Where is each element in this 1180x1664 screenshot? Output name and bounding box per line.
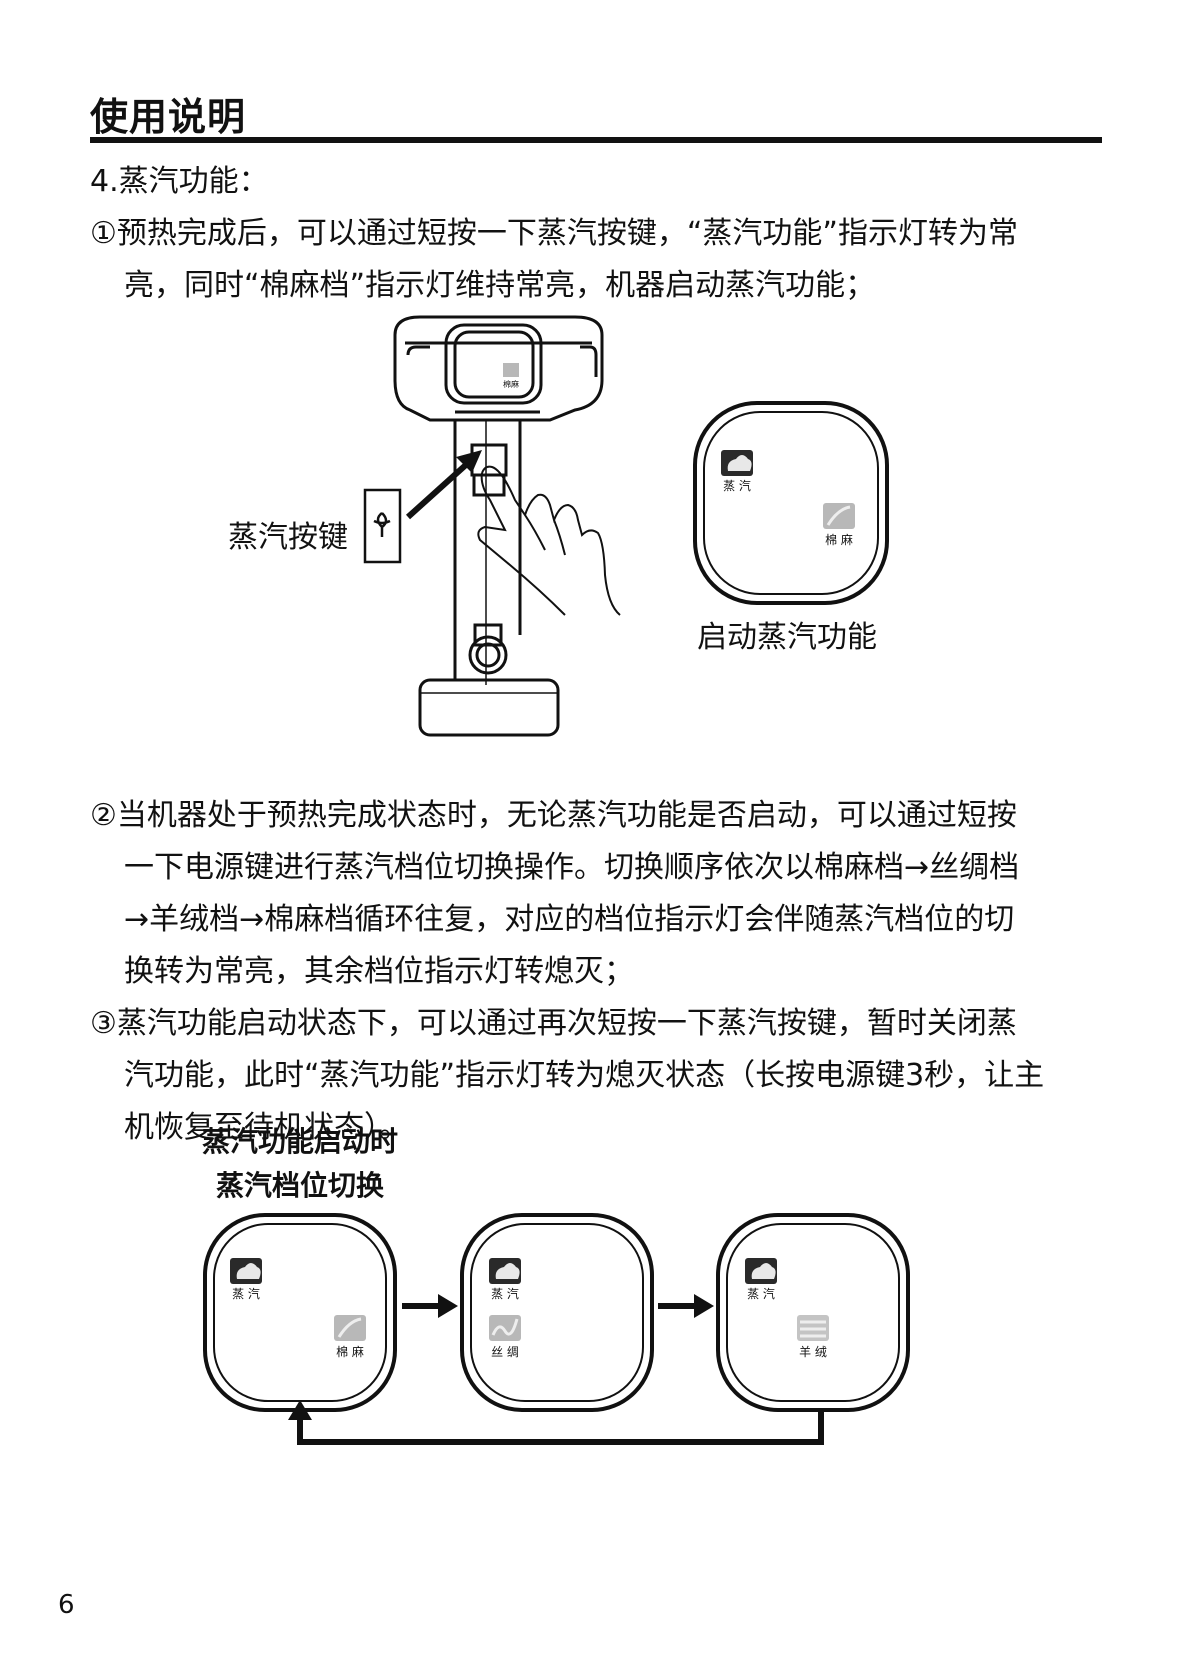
pointer-arrow <box>405 450 482 520</box>
hand-illustration <box>477 465 621 616</box>
item1-line2: 亮，同时“棉麻档”指示灯维持常亮，机器启动蒸汽功能； <box>124 268 876 303</box>
item1-line1: ①预热完成后，可以通过短按一下蒸汽按键，“蒸汽功能”指示灯转为常 <box>90 216 1018 251</box>
item2-line4: 换转为常亮，其余档位指示灯转熄灭； <box>124 954 634 989</box>
figure2-caption: 蒸汽功能启动时 蒸汽档位切换 <box>180 1120 420 1208</box>
section-text-top: 4.蒸汽功能： ①预热完成后，可以通过短按一下蒸汽按键，“蒸汽功能”指示灯转为常… <box>90 156 1018 312</box>
device-mini-label: 棉麻 <box>503 379 519 389</box>
steam-button-label: 蒸汽按键 <box>228 520 348 555</box>
panel-cashmere: 蒸 汽 羊 绒 <box>716 1213 910 1412</box>
device-illustration <box>393 315 604 737</box>
steam-indicator-icon: 蒸 汽 <box>721 450 753 493</box>
figure2-caption-line1: 蒸汽功能启动时 <box>201 1125 398 1158</box>
steam-icon: 蒸 汽 <box>745 1258 777 1301</box>
panel1-steam-label: 蒸 汽 <box>232 1286 260 1301</box>
figure-gear-switch-sequence: 蒸 汽 棉 麻 蒸 汽 丝 绸 <box>203 1213 910 1445</box>
item2-line1: ②当机器处于预热完成状态时，无论蒸汽功能是否启动，可以通过短按 <box>90 798 1017 833</box>
figure-device-steam-activation: 棉麻 蒸 汽 棉 麻 <box>363 315 889 737</box>
steam-indicator-label: 蒸 汽 <box>723 478 751 493</box>
cycle-return-arrow <box>288 1400 824 1445</box>
section-heading: 4.蒸汽功能： <box>90 164 269 199</box>
panel-silk: 蒸 汽 丝 绸 <box>460 1213 654 1412</box>
item2-line2: 一下电源键进行蒸汽档位切换操作。切换顺序依次以棉麻档→丝绸档 <box>124 850 1020 885</box>
silk-icon: 丝 绸 <box>489 1315 521 1359</box>
page-title: 使用说明 <box>90 95 247 139</box>
cashmere-icon: 羊 绒 <box>797 1315 829 1359</box>
section-text-bottom: ②当机器处于预热完成状态时，无论蒸汽功能是否启动，可以通过短按 一下电源键进行蒸… <box>90 790 1044 1154</box>
arrow-right-1 <box>402 1294 458 1318</box>
control-panel-display: 蒸 汽 棉 麻 <box>693 401 889 605</box>
panel-cotton-linen: 蒸 汽 棉 麻 <box>203 1213 397 1412</box>
item2-line3: →羊绒档→棉麻档循环往复，对应的档位指示灯会伴随蒸汽档位的切 <box>124 902 1015 937</box>
item3-line3: 机恢复至待机状态）。 <box>124 1110 409 1145</box>
title-divider <box>90 137 1102 143</box>
steam-button-callout <box>363 488 402 564</box>
panel-caption: 启动蒸汽功能 <box>697 620 877 655</box>
arrow-right-2 <box>658 1294 714 1318</box>
cotton-linen-icon: 棉 麻 <box>334 1315 366 1359</box>
page-number: 6 <box>58 1590 75 1620</box>
device-mini-linen-icon: 棉麻 <box>503 363 519 389</box>
cotton-linen-indicator-label: 棉 麻 <box>825 532 853 547</box>
steam-icon: 蒸 汽 <box>230 1258 262 1301</box>
steam-icon: 蒸 汽 <box>489 1258 521 1301</box>
figure2-caption-line2: 蒸汽档位切换 <box>215 1169 384 1202</box>
panel3-gear-label: 羊 绒 <box>799 1344 827 1359</box>
item3-line2: 汽功能，此时“蒸汽功能”指示灯转为熄灭状态（长按电源键3秒，让主 <box>124 1058 1045 1093</box>
cotton-linen-indicator-icon: 棉 麻 <box>823 503 855 547</box>
panel1-gear-label: 棉 麻 <box>336 1344 364 1359</box>
panel3-steam-label: 蒸 汽 <box>747 1286 775 1301</box>
item3-line1: ③蒸汽功能启动状态下，可以通过再次短按一下蒸汽按键，暂时关闭蒸 <box>90 1006 1017 1041</box>
panel2-steam-label: 蒸 汽 <box>491 1286 519 1301</box>
panel2-gear-label: 丝 绸 <box>491 1345 519 1359</box>
